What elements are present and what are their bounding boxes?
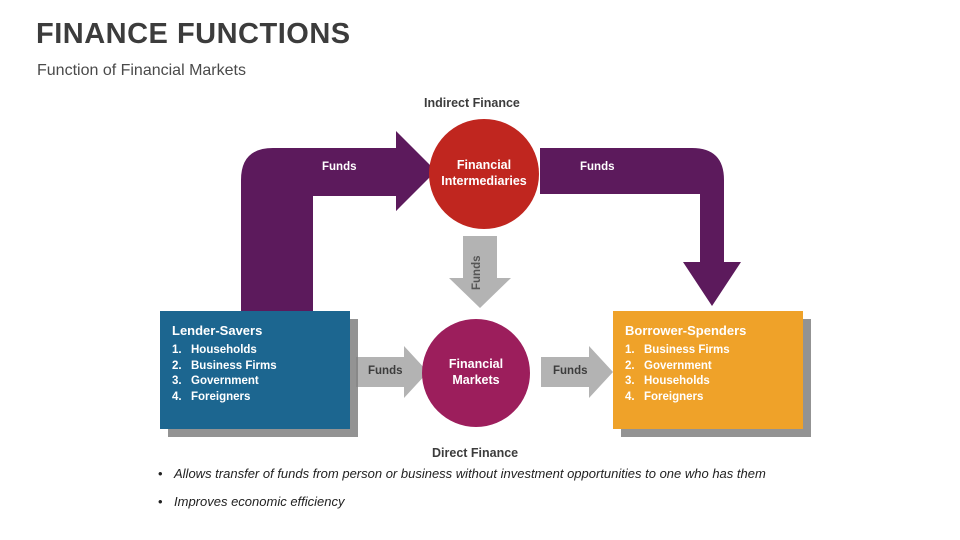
funds-label-vertical: Funds [471,255,483,291]
list-item-number: 1. [625,344,635,356]
bullet-list: • Allows transfer of funds from person o… [158,466,918,522]
node-financial-intermediaries[interactable]: Financial Intermediaries [429,119,539,229]
borrower-spenders-box[interactable]: Borrower-Spenders 1. Business Firms 2. G… [613,311,803,429]
list-item: 2. Government [625,360,803,372]
bullet-item: • Improves economic efficiency [158,494,918,509]
node-financial-markets[interactable]: Financial Markets [422,319,530,427]
list-item-label: Households [191,344,257,356]
list-item: 3. Households [625,375,803,387]
page-title: FINANCE FUNCTIONS [36,18,351,50]
lender-box-title: Lender-Savers [172,323,263,338]
list-item-label: Business Firms [191,359,277,372]
list-item-number: 4. [625,390,635,403]
arrow-lender-to-intermediaries-body [241,131,436,330]
list-item-label: Government [644,359,712,372]
list-item: 4. Foreigners [172,391,350,403]
arrow-intermediaries-to-borrower [540,148,741,306]
bullet-dot: • [158,494,163,509]
node-intermediaries-line2: Intermediaries [441,174,527,188]
list-item-number: 3. [625,375,635,387]
list-item-number: 1. [172,344,182,356]
node-markets-line1: Financial [448,357,504,372]
bullet-text: Allows transfer of funds from person or … [174,466,766,481]
list-item: 2. Business Firms [172,360,350,372]
list-item: 1. Households [172,344,350,356]
lender-savers-box[interactable]: Lender-Savers 1. Households 2. Business … [160,311,350,429]
borrower-box-list: 1. Business Firms 2. Government 3. House… [625,344,803,403]
funds-label-bottom-left: Funds [368,365,403,377]
list-item-label: Foreigners [191,390,251,403]
list-item-number: 2. [172,359,182,372]
direct-finance-label: Direct Finance [432,446,519,460]
node-markets-line2: Markets [452,373,500,387]
list-item-number: 3. [172,375,182,387]
arrow-intermediaries-to-markets [449,236,511,308]
bullet-text: Improves economic efficiency [174,494,345,509]
list-item-number: 4. [172,390,182,403]
indirect-finance-label: Indirect Finance [424,96,520,110]
funds-label-top-left: Funds [322,161,357,173]
funds-label-bottom-right: Funds [553,365,588,377]
list-item: 1. Business Firms [625,344,803,356]
page-subtitle: Function of Financial Markets [37,62,246,79]
list-item-label: Households [644,375,710,387]
arrow-lender-to-markets [356,346,428,398]
list-item: 4. Foreigners [625,391,803,403]
list-item-label: Business Firms [644,344,730,356]
list-item-label: Foreigners [644,390,704,403]
list-item-label: Government [191,375,259,387]
node-intermediaries-line1: Financial [456,158,512,173]
list-item-number: 2. [625,359,635,372]
bullet-item: • Allows transfer of funds from person o… [158,466,918,481]
lender-box-list: 1. Households 2. Business Firms 3. Gover… [172,344,350,403]
funds-label-top-right: Funds [580,161,615,173]
arrow-markets-to-borrower [541,346,613,398]
bullet-dot: • [158,466,163,481]
list-item: 3. Government [172,375,350,387]
borrower-box-title: Borrower-Spenders [625,323,747,338]
